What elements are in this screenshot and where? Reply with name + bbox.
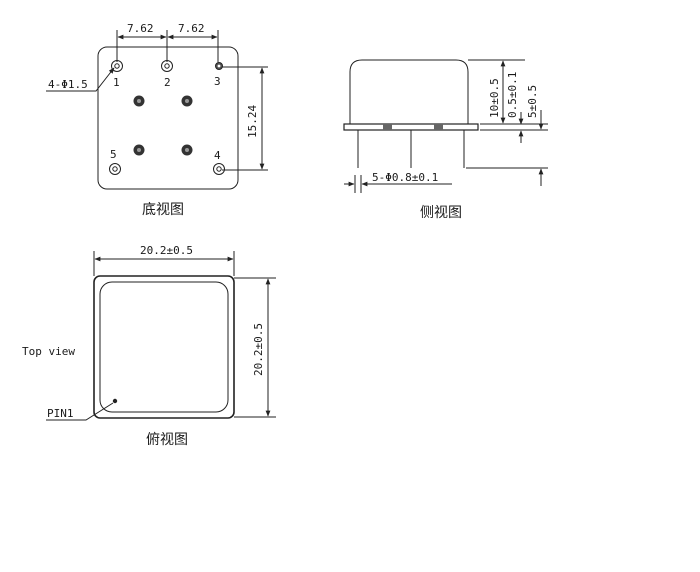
top-view-inner [99, 281, 229, 413]
pin-number-4: 4 [214, 149, 221, 162]
pin1-leader [46, 402, 114, 421]
side-view-caption: 侧视图 [420, 205, 462, 221]
dim-pitch-left: 7.62 [127, 22, 154, 35]
dim-height-label: 15.24 [246, 105, 259, 138]
dim-body-label: 10±0.5 [488, 78, 501, 118]
dim-width-label: 20.2±0.5 [140, 244, 193, 257]
flange-tab [383, 124, 392, 130]
top-view-outer [93, 275, 235, 419]
bottom-view-body [97, 46, 239, 190]
flange-tab [434, 124, 443, 130]
dim-height-label: 20.2±0.5 [252, 323, 265, 376]
dim-pin-label: 5-Φ0.8±0.1 [372, 171, 438, 184]
pin-hole-1 [111, 60, 123, 72]
dim-standoff-label: 0.5±0.1 [506, 72, 519, 118]
pin1-marker [112, 398, 118, 404]
standoff-bump [133, 144, 145, 156]
pin-hole-2 [161, 60, 173, 72]
standoff-bump [181, 144, 193, 156]
top-view-label: Top view [22, 345, 75, 358]
standoff-bump [181, 95, 193, 107]
standoff-bump [133, 95, 145, 107]
pin-number-2: 2 [164, 76, 171, 89]
bottom-view: 7.62 7.62 15.24 4-Φ1.5 1 2 3 4 5 [46, 22, 268, 218]
hole-label: 4-Φ1.5 [48, 78, 88, 91]
pin-hole-3 [215, 62, 223, 70]
side-view: 10±0.5 0.5±0.1 5±0.5 5-Φ0.8±0.1 侧视图 [343, 59, 548, 221]
pin-number-1: 1 [113, 76, 120, 89]
side-view-can [349, 59, 469, 126]
top-view-caption: 俯视图 [146, 432, 188, 448]
side-view-flange [343, 123, 479, 131]
pin-number-3: 3 [214, 75, 221, 88]
dim-pitch-right: 7.62 [178, 22, 205, 35]
dim-lead-label: 5±0.5 [526, 85, 539, 118]
hole-leader [46, 67, 115, 92]
pin-hole-5 [109, 163, 121, 175]
bottom-view-caption: 底视图 [142, 202, 184, 218]
pin-hole-4 [213, 163, 225, 175]
top-view: 20.2±0.5 20.2±0.5 Top view PIN1 俯视图 [22, 244, 276, 448]
pin1-label: PIN1 [47, 407, 74, 420]
pin-number-5: 5 [110, 148, 117, 161]
